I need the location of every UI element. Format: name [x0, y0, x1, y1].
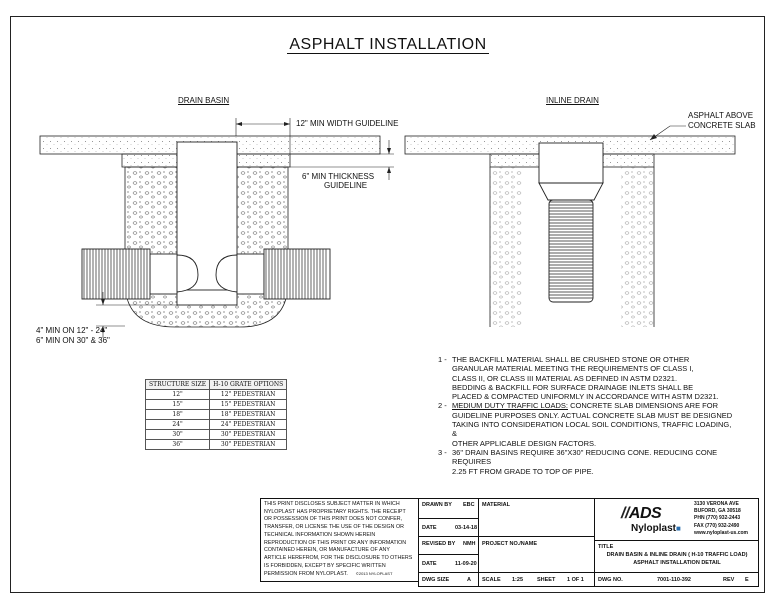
grate-option-cell: 24" PEDESTRIAN [209, 419, 288, 430]
structure-size-cell: 15" [144, 399, 211, 410]
inline-drain-label: INLINE DRAIN [546, 96, 599, 105]
structure-size-cell: 18" [144, 409, 211, 420]
inline-drain-reducer [538, 182, 604, 201]
company-logo-cell: //ADS Nyloplast■ 3130 VERONA AVE BUFORD,… [594, 498, 759, 541]
grate-option-cell: 18" PEDESTRIAN [209, 409, 288, 420]
drawing-sheet-border [10, 16, 765, 593]
min-depth-callout-line2: 6" MIN ON 30" & 36" [36, 336, 110, 345]
drain-basin-detail [39, 118, 394, 338]
table-header-row: STRUCTURE SIZE H-10 GRATE OPTIONS [144, 379, 288, 390]
drawing-title: ASPHALT INSTALLATION [287, 36, 489, 54]
note-line: 36" DRAIN BASINS REQUIRE 36"X30" REDUCIN… [452, 447, 718, 467]
table-row: 24"24" PEDESTRIAN [144, 419, 288, 430]
table-row: 12"12" PEDESTRIAN [144, 389, 288, 400]
note-line: CLASS II, OR CLASS III MATERIAL AS DEFIN… [452, 373, 678, 383]
note-line: PLACED & COMPACTED UNIFORMLY IN ACCORDAN… [452, 392, 719, 402]
structure-size-cell: 24" [144, 419, 211, 430]
asphalt-callout-line1: ASPHALT ABOVE [688, 111, 754, 120]
inline-drain-riser [538, 142, 604, 184]
installation-notes: 1 - THE BACKFILL MATERIAL SHALL BE CRUSH… [438, 355, 738, 476]
scale-sheet-cell: SCALE 1:25 SHEET 1 OF 1 [478, 572, 595, 587]
table-header-grate-options: H-10 GRATE OPTIONS [209, 379, 288, 390]
inline-drain-detail [404, 125, 736, 327]
grate-option-cell: 12" PEDESTRIAN [209, 389, 288, 400]
basin-dome-left [176, 254, 199, 293]
note-line: TAKING INTO CONSIDERATION LOCAL SOIL CON… [452, 420, 732, 439]
note-line: 2.25 FT FROM GRADE TO TOP OF PIPE. [452, 466, 594, 476]
asphalt-callout-line2: CONCRETE SLAB [688, 121, 756, 130]
drain-basin-label: DRAIN BASIN [178, 96, 230, 105]
dwg-size-cell: DWG SIZE A [418, 572, 479, 587]
grate-option-cell: 30" PEDESTRIAN [209, 439, 288, 450]
table-row: 15"15" PEDESTRIAN [144, 399, 288, 410]
material-cell: MATERIAL [478, 498, 595, 537]
min-width-callout: 12" MIN WIDTH GUIDELINE [296, 119, 399, 128]
table-row: 36"30" PEDESTRIAN [144, 439, 288, 450]
title-line-1: DRAIN BASIN & INLINE DRAIN ( H-10 TRAFFI… [606, 552, 748, 558]
revised-by-cell: REVISED BY NMH [418, 536, 479, 555]
corrugated-pipe-right [263, 248, 331, 300]
table-row: 30"30" PEDESTRIAN [144, 429, 288, 440]
structure-size-cell: 36" [144, 439, 211, 450]
note-number: 2 - [438, 401, 447, 411]
adapter-left [149, 253, 178, 295]
disclaimer-box: THIS PRINT DISCLOSES SUBJECT MATTER IN W… [260, 498, 419, 582]
note-2: 2 - MEDIUM DUTY TRAFFIC LOADS: CONCRETE … [438, 401, 738, 447]
grate-option-cell: 15" PEDESTRIAN [209, 399, 288, 410]
title-line-2: ASPHALT INSTALLATION DETAIL [633, 560, 721, 566]
min-thickness-callout-line2: GUIDELINE [324, 181, 368, 190]
drawing-title-cell: TITLE DRAIN BASIN & INLINE DRAIN ( H-10 … [594, 540, 759, 573]
dwg-no-cell: DWG NO. 7001-110-392 REV E [594, 572, 759, 587]
note-line: GRANULAR MATERIAL MEETING THE REQUIREMEN… [452, 364, 694, 374]
basin-dome-right [215, 254, 238, 293]
table-header-structure-size: STRUCTURE SIZE [144, 379, 211, 390]
date-cell-1: DATE 03-14-18 [418, 518, 479, 537]
structure-size-cell: 12" [144, 389, 211, 400]
note-line: THE BACKFILL MATERIAL SHALL BE CRUSHED S… [452, 355, 690, 364]
note-number: 1 - [438, 355, 447, 364]
project-cell: PROJECT NO./NAME [478, 536, 595, 573]
note-line: OTHER APPLICABLE DESIGN FACTORS. [452, 438, 597, 448]
note-3: 3 - 36" DRAIN BASINS REQUIRE 36"X30" RED… [438, 448, 738, 476]
basin-sump [176, 289, 238, 306]
copyright: ©2013 NYLOPLAST [355, 571, 393, 577]
company-address: 3130 VERONA AVE BUFORD, GA 30518 PHN (77… [694, 501, 748, 536]
note-heading: MEDIUM DUTY TRAFFIC LOADS: [452, 401, 568, 411]
grate-option-cell: 30" PEDESTRIAN [209, 429, 288, 440]
note-1: 1 - THE BACKFILL MATERIAL SHALL BE CRUSH… [438, 355, 738, 401]
min-thickness-callout-line1: 6" MIN THICKNESS [302, 172, 375, 181]
table-row: 18"18" PEDESTRIAN [144, 409, 288, 420]
note-text: CONCRETE SLAB DIMENSIONS ARE FOR [567, 401, 719, 411]
corrugated-riser-pipe [548, 199, 594, 303]
min-depth-callout-line1: 4" MIN ON 12" - 24" [36, 326, 108, 335]
ads-logo: //ADS [621, 505, 662, 522]
note-number: 3 - [438, 447, 447, 457]
disclaimer-text: THIS PRINT DISCLOSES SUBJECT MATTER IN W… [264, 501, 413, 578]
drawn-by-cell: DRAWN BY EBC [418, 498, 479, 519]
structure-size-table: STRUCTURE SIZE H-10 GRATE OPTIONS 12"12"… [144, 379, 288, 450]
note-line: GUIDELINE PURPOSES ONLY. ACTUAL CONCRETE… [452, 410, 733, 420]
corrugated-pipe-left [81, 248, 151, 300]
note-line: BEDDING & BACKFILL FOR SURFACE DRAINAGE … [452, 382, 694, 392]
adapter-right [236, 253, 265, 295]
date-cell-2: DATE 11-09-20 [418, 554, 479, 573]
note-line: MEDIUM DUTY TRAFFIC LOADS: CONCRETE SLAB… [452, 401, 738, 410]
nyloplast-logo: Nyloplast■ [631, 523, 681, 534]
structure-size-cell: 30" [144, 429, 211, 440]
